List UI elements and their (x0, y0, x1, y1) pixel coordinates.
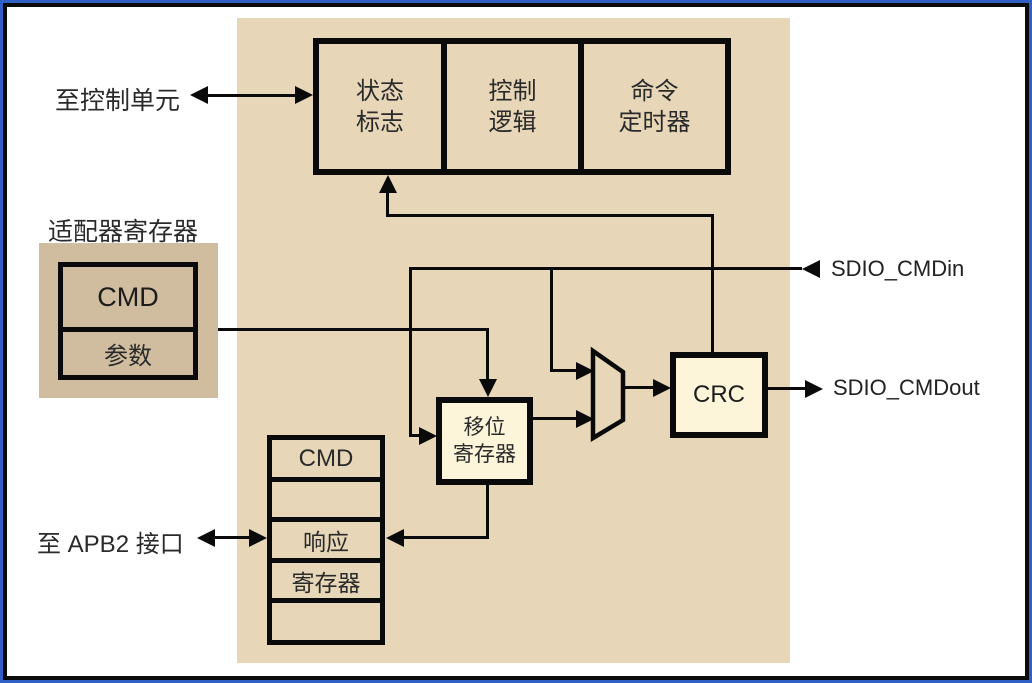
wire-shift-to-response-h (402, 536, 489, 539)
arrowhead-cmdin-icon (802, 260, 820, 278)
wire-cmdin-to-mux-h (550, 369, 576, 372)
sdio-cmdin-label: SDIO_CMDin (831, 256, 965, 281)
wire-argument-to-shift-h (198, 328, 488, 331)
arrowhead-crc-icon (653, 379, 671, 397)
response-register-stack: CMD 响应 寄存器 (267, 435, 385, 645)
command-timer-label-line2: 定时器 (618, 108, 691, 136)
wire-shift-to-mux (533, 417, 577, 420)
wire-status-feedback-h (386, 214, 714, 217)
arrowhead-response-icon (386, 529, 404, 547)
wire-status-feedback-v2 (711, 214, 714, 352)
response-stack-row-register: 寄存器 (272, 558, 380, 598)
crc-box: CRC (670, 352, 768, 438)
adapter-cmd-cell: CMD (63, 267, 193, 332)
arrowhead-apb2-right-icon (249, 529, 267, 547)
arrowhead-up-icon (379, 175, 397, 193)
shift-register-label-line1: 移位 (463, 416, 506, 439)
arrowhead-left-icon (190, 86, 208, 104)
wire-apb2 (212, 536, 254, 539)
status-flags-label-line1: 状态 (356, 77, 404, 105)
wire-mux-to-crc (623, 386, 653, 389)
arrowhead-shift-left-icon (419, 427, 437, 445)
adapter-registers-block (39, 243, 218, 398)
control-logic-box: 控制 逻辑 (447, 44, 584, 169)
arrowhead-mux-upper-icon (576, 362, 594, 380)
adapter-registers-label: 适配器寄存器 (48, 218, 199, 246)
control-logic-label-line2: 逻辑 (488, 108, 537, 136)
wire-control-unit (204, 94, 298, 97)
crc-label: CRC (693, 381, 745, 408)
arrowhead-cmdout-icon (805, 380, 823, 398)
control-logic-label-line1: 控制 (488, 77, 537, 105)
arrowhead-shift-top-icon (479, 379, 497, 397)
status-flags-box: 状态 标志 (319, 44, 447, 169)
wire-argument-to-shift-v (486, 328, 489, 379)
command-timer-box: 命令 定时器 (584, 44, 725, 169)
wire-cmdin-to-mux-v (550, 269, 553, 371)
command-timer-label-line1: 命令 (630, 77, 679, 105)
sdio-cmdout-label: SDIO_CMDout (833, 375, 980, 400)
wire-shift-to-response-v (486, 485, 489, 538)
wire-cmdin-to-shift-v (409, 267, 412, 436)
shift-register-label-line2: 寄存器 (453, 443, 516, 466)
response-stack-row-cmd: CMD (272, 440, 380, 477)
adapter-registers-box: CMD 参数 (58, 262, 198, 380)
status-flags-label-line2: 标志 (356, 108, 404, 136)
to-apb2-interface-label: 至 APB2 接口 (37, 531, 184, 558)
arrowhead-mux-lower-icon (576, 410, 594, 428)
response-stack-row-empty-1 (272, 477, 380, 517)
arrowhead-right-icon (295, 86, 313, 104)
control-unit-box-row: 状态 标志 控制 逻辑 命令 定时器 (313, 38, 731, 175)
arrowhead-apb2-left-icon (197, 529, 215, 547)
mux-symbol (590, 346, 626, 442)
shift-register-box: 移位 寄存器 (436, 397, 533, 485)
response-cmd-label: CMD (298, 444, 354, 472)
wire-cmdin-to-shift-h (409, 434, 419, 437)
wire-status-feedback-v1 (386, 191, 389, 216)
response-stack-row-empty-2 (272, 598, 380, 640)
wire-crc-to-cmdout (768, 387, 805, 390)
adapter-argument-cell: 参数 (104, 343, 152, 370)
wire-cmdin (409, 267, 802, 270)
to-control-unit-label: 至控制单元 (55, 87, 181, 115)
response-stack-row-response: 响应 (272, 517, 380, 558)
